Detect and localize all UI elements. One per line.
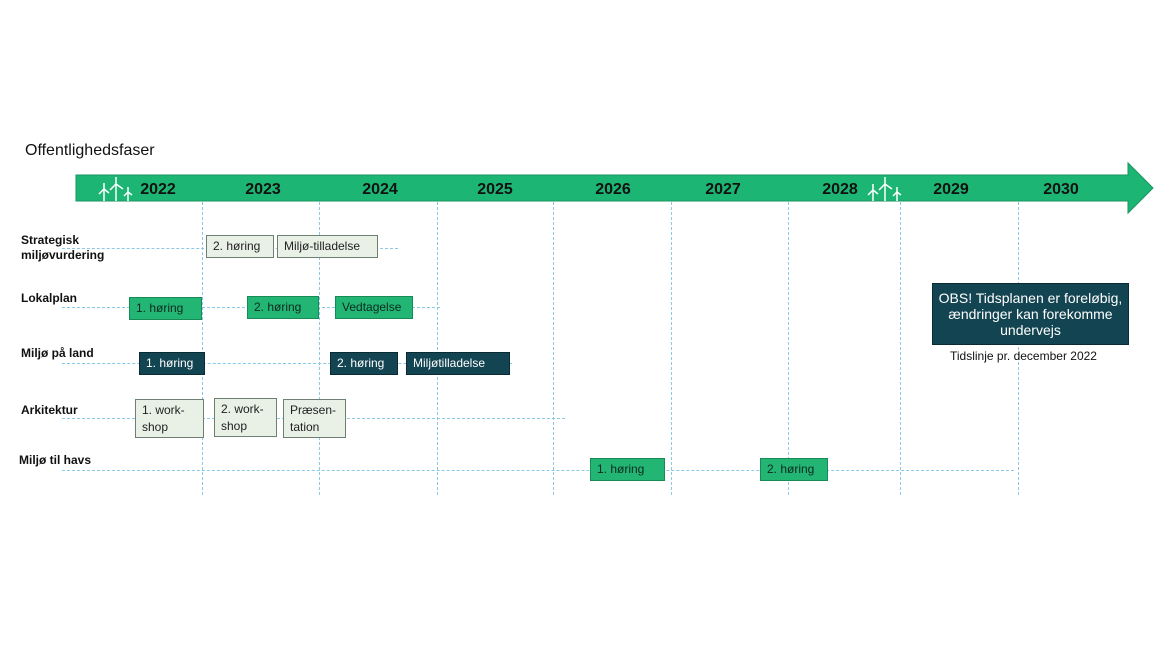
year-divider [900,202,901,495]
phase-box: 1. høring [129,297,202,320]
row-label-arkitektur: Arkitektur [21,403,78,417]
row-label-lokalplan: Lokalplan [21,291,78,305]
phase-box: Præsen- tation [283,399,346,438]
disclaimer-notice: OBS! Tidsplanen er foreløbig, ændringer … [932,283,1129,345]
phase-box: 2. høring [247,296,319,319]
year-label: 2026 [595,181,631,198]
phase-box: 1. work- shop [135,399,204,438]
phase-box: 2. høring [330,352,398,375]
row-guide-line [62,363,512,364]
year-label: 2028 [822,181,858,198]
timeline-caption: Tidslinje pr. december 2022 [950,349,1097,363]
wind-turbines-icon [98,177,133,201]
year-divider [553,202,554,495]
wind-turbines-icon [867,177,902,201]
diagram-title: Offentlighedsfaser [25,142,155,159]
phase-box: 1. høring [139,352,205,375]
phase-box: Miljø-tilladelse [277,235,378,258]
year-label: 2027 [705,181,741,198]
row-label-miljo-til-havs: Miljø til havs [19,453,92,467]
phase-box: 2. høring [206,235,274,258]
year-label: 2029 [933,181,969,198]
year-label: 2030 [1043,181,1079,198]
year-label: 2024 [362,181,398,198]
year-divider [1018,202,1019,495]
row-label-strategisk-miljovurdering: Strategisk miljøvurdering [21,233,105,262]
timeline-arrow [75,161,1154,215]
row-label-miljo-paa-land: Miljø på land [21,346,94,360]
year-label: 2022 [140,181,176,198]
year-divider [319,202,320,495]
year-divider [437,202,438,495]
year-label: 2023 [245,181,281,198]
year-divider [202,202,203,495]
year-divider [671,202,672,495]
phase-box: Miljøtilladelse [406,352,510,375]
phase-box: 1. høring [590,458,665,481]
year-divider [788,202,789,495]
year-label: 2025 [477,181,513,198]
phase-box: 2. høring [760,458,828,481]
row-guide-line [62,470,1014,471]
phase-box: Vedtagelse [335,296,413,319]
phase-box: 2. work- shop [214,398,277,437]
